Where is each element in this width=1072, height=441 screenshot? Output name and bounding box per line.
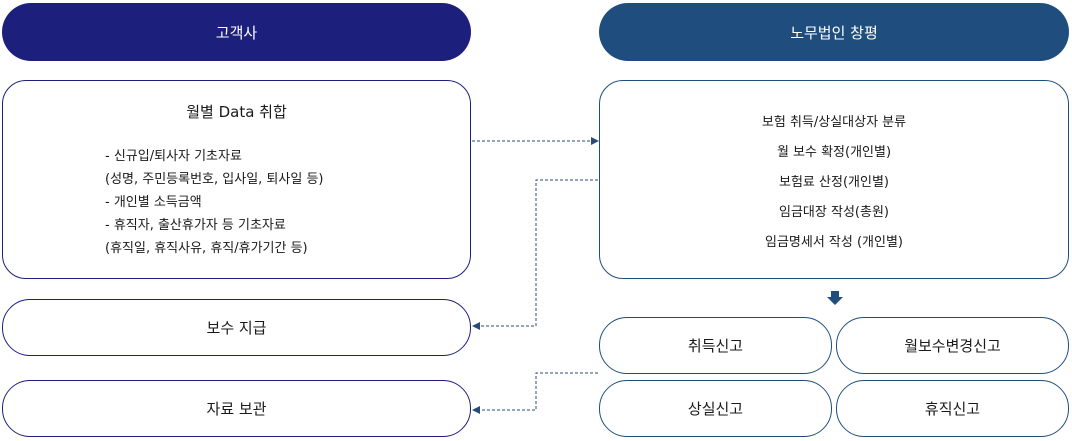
firm-tasks-box: 보험 취득/상실대상자 분류 월 보수 확정(개인별) 보험료 산정(개인별) …: [599, 80, 1069, 279]
monthly-data-title: 월별 Data 취합: [186, 103, 287, 121]
arrowhead-left: [472, 406, 480, 414]
leave-report-box: 휴직신고: [836, 380, 1069, 437]
monthly-pay-change-report-box: 월보수변경신고: [836, 317, 1069, 374]
arrowhead-left: [472, 322, 480, 330]
pay-box: 보수 지급: [2, 299, 471, 356]
acquisition-report-box: 취득신고: [599, 317, 832, 374]
firm-task-item: 임금대장 작성(총원): [779, 205, 889, 220]
client-header-label: 고객사: [215, 23, 258, 42]
client-header: 고객사: [2, 3, 471, 61]
firm-task-item: 보험 취득/상실대상자 분류: [761, 115, 907, 130]
firm-task-item: 보험료 산정(개인별): [779, 175, 889, 190]
monthly-data-item: (휴직일, 휴직사유, 휴직/휴가기간 등): [105, 241, 308, 256]
monthly-data-list: - 신규입/퇴사자 기초자료 (성명, 주민등록번호, 입사일, 퇴사일 등) …: [105, 145, 323, 260]
firm-to-pay-connector: [480, 179, 598, 327]
monthly-data-item: - 개인별 소득금액: [105, 195, 202, 210]
monthly-data-item: (성명, 주민등록번호, 입사일, 퇴사일 등): [105, 172, 324, 187]
loss-report-box: 상실신고: [599, 380, 832, 437]
leave-report-label: 휴직신고: [924, 400, 981, 418]
firm-task-item: 월 보수 확정(개인별): [776, 145, 892, 160]
storage-label: 자료 보관: [206, 400, 267, 418]
firm-header: 노무법인 창평: [599, 3, 1069, 61]
monthly-data-item: - 신규입/퇴사자 기초자료: [105, 149, 242, 164]
storage-box: 자료 보관: [2, 380, 471, 437]
down-arrow-icon: [827, 291, 843, 305]
loss-report-label: 상실신고: [687, 400, 744, 418]
firm-task-item: 임금명세서 작성 (개인별): [764, 235, 903, 250]
reports-to-storage-connector: [480, 372, 598, 411]
monthly-data-box: 월별 Data 취합 - 신규입/퇴사자 기초자료 (성명, 주민등록번호, 입…: [2, 80, 471, 279]
firm-tasks-list: 보험 취득/상실대상자 분류 월 보수 확정(개인별) 보험료 산정(개인별) …: [600, 108, 1068, 258]
acquisition-report-label: 취득신고: [687, 337, 744, 355]
monthly-pay-change-report-label: 월보수변경신고: [904, 337, 1001, 355]
firm-header-label: 노무법인 창평: [790, 23, 878, 42]
monthly-data-item: - 휴직자, 출산휴가자 등 기초자료: [105, 218, 286, 233]
pay-label: 보수 지급: [206, 319, 267, 337]
arrowhead-right: [591, 137, 599, 145]
